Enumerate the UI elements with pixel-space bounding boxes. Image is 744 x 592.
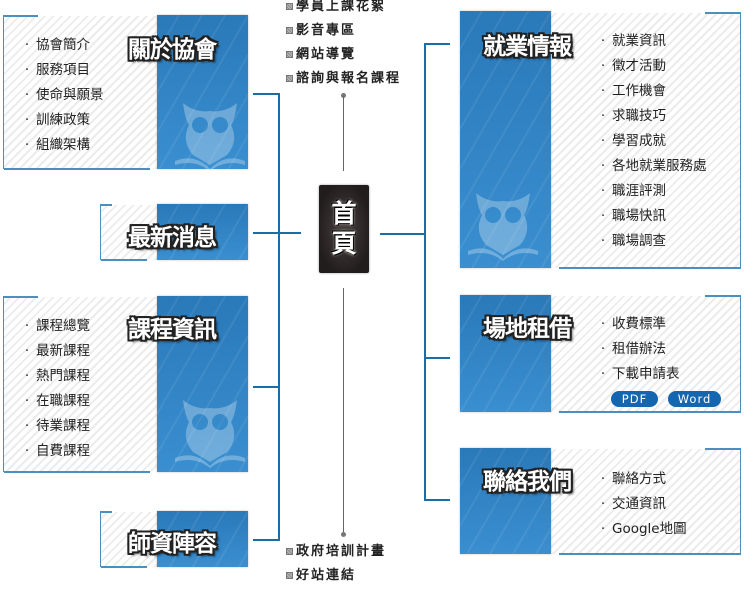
teachers-card[interactable] xyxy=(157,511,248,567)
news-card[interactable] xyxy=(157,204,248,260)
download-pdf-button[interactable]: PDF xyxy=(611,391,658,407)
courses-item[interactable]: ·課程總覽 xyxy=(24,318,90,334)
about-item[interactable]: ·協會簡介 xyxy=(24,37,90,53)
teachers-title[interactable]: 師資陣容 xyxy=(128,531,217,557)
employment-item[interactable]: ·職涯評測 xyxy=(600,183,666,199)
employment-item[interactable]: ·職場調查 xyxy=(600,233,666,249)
about-card[interactable] xyxy=(157,15,248,169)
employment-panel xyxy=(549,12,741,269)
right-connector-vertical xyxy=(424,43,426,501)
contact-panel xyxy=(549,448,741,555)
contact-list: ·聯絡方式 ·交通資訊 ·Google地圖 xyxy=(598,467,687,542)
about-item[interactable]: ·組織架構 xyxy=(24,137,90,153)
venue-list: ·收費標準 ·租借辦法 ·下載申請表 xyxy=(598,312,680,387)
about-panel xyxy=(3,15,159,170)
owl-icon xyxy=(468,193,538,261)
square-bullet-icon xyxy=(286,3,293,10)
about-item[interactable]: ·訓練政策 xyxy=(24,112,90,128)
courses-item[interactable]: ·待業課程 xyxy=(24,418,90,434)
about-item[interactable]: ·服務項目 xyxy=(24,62,90,78)
about-title[interactable]: 關於協會 xyxy=(128,37,217,63)
courses-panel xyxy=(3,296,159,473)
bottom-link[interactable]: 好站連結 xyxy=(286,564,386,588)
left-connector-news xyxy=(253,232,301,234)
contact-item[interactable]: ·聯絡方式 xyxy=(600,471,666,487)
square-bullet-icon xyxy=(286,75,293,82)
about-list: ·協會簡介 ·服務項目 ·使命與願景 ·訓練政策 ·組織架構 xyxy=(22,33,104,158)
home-button[interactable]: 首 頁 xyxy=(319,185,369,273)
top-link[interactable]: 學員上課花絮 xyxy=(286,0,401,19)
bottom-link[interactable]: 政府培訓計畫 xyxy=(286,540,386,564)
left-connector-about xyxy=(253,93,280,95)
left-connector-vertical xyxy=(278,93,280,541)
owl-icon xyxy=(175,103,245,169)
top-link[interactable]: 影音專區 xyxy=(286,19,401,43)
top-connector-line xyxy=(343,96,344,171)
square-bullet-icon xyxy=(286,51,293,58)
courses-item[interactable]: ·最新課程 xyxy=(24,343,90,359)
left-connector-courses xyxy=(253,386,280,388)
contact-item[interactable]: ·交通資訊 xyxy=(600,496,666,512)
employment-item[interactable]: ·求職技巧 xyxy=(600,108,666,124)
courses-item[interactable]: ·自費課程 xyxy=(24,443,90,459)
top-link[interactable]: 諮詢與報名課程 xyxy=(286,67,401,91)
square-bullet-icon xyxy=(286,548,293,555)
right-connector-contact xyxy=(424,499,450,501)
right-connector-home xyxy=(380,233,425,235)
courses-list: ·課程總覽 ·最新課程 ·熱門課程 ·在職課程 ·待業課程 ·自費課程 xyxy=(22,314,90,464)
employment-item[interactable]: ·學習成就 xyxy=(600,133,666,149)
courses-card[interactable] xyxy=(157,296,248,472)
employment-item[interactable]: ·徵才活動 xyxy=(600,58,666,74)
employment-title[interactable]: 就業情報 xyxy=(483,34,572,60)
contact-title[interactable]: 聯絡我們 xyxy=(483,469,572,495)
square-bullet-icon xyxy=(286,572,293,579)
right-connector-venue xyxy=(424,357,450,359)
about-item[interactable]: ·使命與願景 xyxy=(24,87,104,103)
contact-item[interactable]: ·Google地圖 xyxy=(600,521,687,537)
venue-item[interactable]: ·下載申請表 xyxy=(600,366,680,382)
courses-item[interactable]: ·熱門課程 xyxy=(24,368,90,384)
connector-pin xyxy=(341,532,346,537)
bottom-connector-line xyxy=(343,288,344,534)
bottom-links: 政府培訓計畫 好站連結 xyxy=(286,540,386,588)
contact-card[interactable] xyxy=(460,448,551,554)
owl-icon xyxy=(175,400,245,468)
top-links: 學員上課花絮 影音專區 網站導覽 諮詢與報名課程 xyxy=(286,0,401,91)
right-connector-employment xyxy=(424,43,450,45)
venue-card[interactable] xyxy=(460,295,551,412)
news-panel xyxy=(100,204,160,261)
employment-list: ·就業資訊 ·徵才活動 ·工作機會 ·求職技巧 ·學習成就 ·各地就業服務處 ·… xyxy=(598,29,707,254)
square-bullet-icon xyxy=(286,27,293,34)
courses-item[interactable]: ·在職課程 xyxy=(24,393,90,409)
employment-item[interactable]: ·工作機會 xyxy=(600,83,666,99)
news-title[interactable]: 最新消息 xyxy=(128,225,217,251)
teachers-panel xyxy=(100,511,160,568)
venue-title[interactable]: 場地租借 xyxy=(483,316,572,342)
employment-item[interactable]: ·職場快訊 xyxy=(600,208,666,224)
venue-item[interactable]: ·收費標準 xyxy=(600,316,666,332)
courses-title[interactable]: 課程資訊 xyxy=(128,317,217,343)
connector-pin xyxy=(341,93,346,98)
employment-card[interactable] xyxy=(460,11,551,268)
download-word-button[interactable]: Word xyxy=(668,391,721,407)
left-connector-teachers xyxy=(253,539,280,541)
employment-item[interactable]: ·各地就業服務處 xyxy=(600,158,707,174)
employment-item[interactable]: ·就業資訊 xyxy=(600,33,666,49)
top-link[interactable]: 網站導覽 xyxy=(286,43,401,67)
venue-item[interactable]: ·租借辦法 xyxy=(600,341,666,357)
